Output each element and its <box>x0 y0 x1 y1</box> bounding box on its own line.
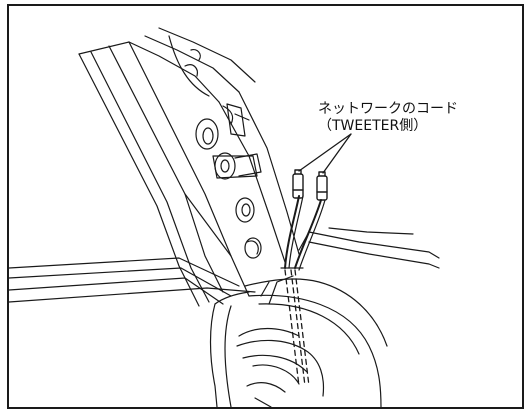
callout-line-1: ネットワークのコード <box>318 101 458 117</box>
installation-figure: ネットワークのコード （TWEETER側） <box>7 4 524 409</box>
callout-line-2: （TWEETER側） <box>318 118 428 134</box>
speaker-housing <box>209 275 388 407</box>
callout-label: ネットワークのコード （TWEETER側） <box>318 101 458 135</box>
callout-leader-lines <box>298 133 352 174</box>
vehicle-pillar-illustration <box>9 27 440 407</box>
dashboard-trim <box>9 227 440 305</box>
pillar-clips <box>184 49 262 259</box>
network-cord-hidden <box>284 269 310 387</box>
tweeter-connectors <box>292 169 328 201</box>
pillar-trim <box>78 27 300 307</box>
network-cord <box>280 195 326 271</box>
